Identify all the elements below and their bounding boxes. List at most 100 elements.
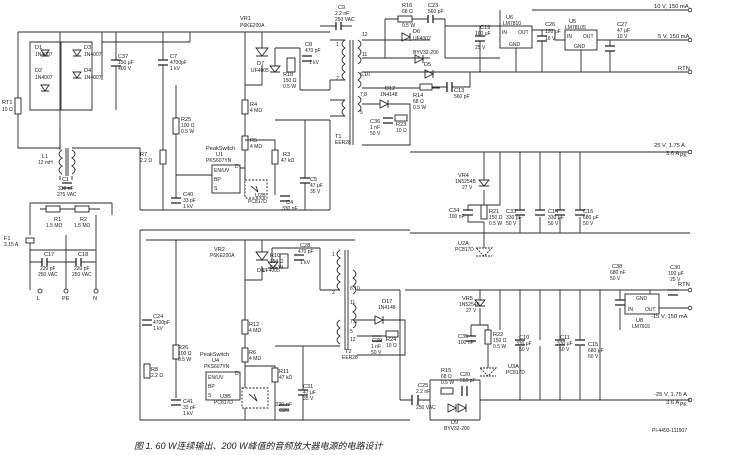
d8-label: D8	[257, 268, 264, 274]
r6-value: 4 MΩ	[249, 356, 261, 362]
vr2-label: VR2	[214, 247, 225, 253]
u2b-label: U2B	[255, 193, 266, 199]
ic-u1-peakswitch	[211, 164, 241, 194]
capacitor-c14	[555, 209, 565, 216]
u6-gnd: GND	[509, 42, 521, 48]
c20-label: C20	[460, 372, 470, 378]
r14-power: 0.5 W	[413, 105, 426, 111]
capacitor-c12-mid	[535, 209, 545, 216]
vr5-voltage: 27 V	[466, 308, 477, 314]
output-rtn-top-terminal	[687, 69, 693, 75]
output-5v-terminal	[687, 37, 693, 43]
r25-label: R25	[181, 117, 191, 123]
c18-value: 220 pF	[74, 266, 90, 272]
optocoupler-u2b	[244, 179, 268, 199]
d2-label: D2	[35, 68, 42, 74]
capacitor-c27	[605, 40, 615, 72]
r10-value: 150 Ω	[270, 259, 284, 265]
output-10v-label: 10 V, 150 mA	[654, 4, 689, 10]
c19-label: C19	[480, 25, 490, 31]
diode-d8	[267, 261, 279, 269]
c31-label: C31	[303, 384, 313, 390]
c25-value: 2.2 nF	[416, 389, 430, 395]
capacitor-c15	[575, 339, 585, 346]
resistor-r24	[385, 330, 399, 338]
output-10v-terminal	[687, 7, 693, 13]
resistor-r21	[480, 204, 488, 220]
c24-voltage: 1 kV	[153, 326, 164, 332]
c35-label: C35	[458, 334, 468, 340]
d2-value: 1N4007	[35, 75, 53, 81]
r11-value: 47 kΩ	[279, 375, 292, 381]
capacitor-c24	[142, 319, 152, 326]
c9-voltage: 250 VAC	[335, 17, 355, 23]
u4-pin-bp: BP	[208, 384, 215, 390]
c33-value: 330 μF	[506, 215, 522, 221]
u3b-value: PC817D	[214, 400, 233, 406]
vr2-value: P6KE200A	[210, 253, 235, 259]
c36-label: C36	[370, 119, 380, 125]
r18-label: R18	[283, 72, 293, 78]
c7-value: 4700pF	[170, 60, 187, 66]
r14-label: R14	[413, 93, 423, 99]
capacitor-c11	[555, 339, 565, 346]
vr4-label: VR4	[458, 173, 469, 179]
c40-label: C40	[183, 192, 193, 198]
r26-label: R26	[178, 345, 188, 351]
r10-power: 0.5 W	[270, 265, 283, 271]
c7-label: C7	[170, 54, 177, 60]
c19-voltage: 25 V	[475, 45, 486, 51]
optocoupler-u2a	[474, 222, 494, 257]
diode-d9	[447, 403, 468, 413]
t2-value: EER28	[342, 355, 358, 361]
c37-value: 150 μF	[118, 60, 134, 66]
rt1-value: 10 Ω	[2, 107, 13, 113]
resistor-r25	[172, 117, 180, 135]
capacitor-c28	[294, 254, 304, 261]
vr5-value: 1N5254B	[459, 302, 481, 308]
optocoupler-u3b	[241, 387, 269, 409]
d12-value: 1N4148	[380, 92, 398, 98]
u5-value: LM78L05	[565, 25, 586, 31]
c38-voltage: 50 V	[610, 276, 621, 282]
d3-value: 1N4007	[84, 52, 102, 58]
c26-value: 120 μF	[545, 29, 561, 35]
c29-value: 330 nF	[275, 402, 293, 408]
capacitor-c9	[320, 22, 352, 30]
c30-value: 100 μF	[668, 271, 684, 277]
t2-pin-2: 2	[332, 290, 335, 296]
resistor-r11	[271, 367, 279, 383]
diode-pair-top	[424, 69, 435, 79]
c8-value: 470 pF	[305, 48, 321, 54]
r15-value: 68 Ω	[441, 374, 452, 380]
resistor-r22	[484, 329, 492, 345]
r16-value: 68 Ω	[402, 9, 413, 15]
t1-pin-5: 5	[360, 110, 363, 116]
c20-value: 560 pF	[460, 378, 476, 384]
t1-pin-6-10: 6,10	[360, 72, 370, 78]
r23-label: R23	[396, 122, 406, 128]
d17-value: 1N4148	[378, 305, 396, 311]
r23-value: 10 Ω	[396, 128, 407, 134]
r11-label: R11	[279, 369, 289, 375]
c25-voltage: 250 VAC	[416, 405, 436, 411]
capacitor-c4	[280, 195, 290, 202]
terminal-l	[37, 288, 43, 294]
capacitor-c41	[171, 399, 181, 406]
c33-voltage: 50 V	[506, 221, 517, 227]
u5-gnd: GND	[574, 44, 586, 50]
resistor-r10	[279, 253, 289, 269]
u4-value: PKS607YN	[204, 364, 230, 370]
c10-value: 330 μF	[516, 341, 532, 347]
zener-vr2	[255, 251, 269, 261]
u5-in: IN	[567, 34, 572, 40]
capacitor-c19	[475, 26, 485, 72]
r3-value: 47 kΩ	[281, 158, 294, 164]
c11-value: 330 μF	[557, 341, 573, 347]
r21-value: 150 Ω	[489, 215, 503, 221]
u4-pin-s: S	[208, 393, 212, 399]
f1-label: F1	[4, 236, 11, 242]
c16-voltage: 50 V	[583, 221, 594, 227]
output-minus25v-label: -25 V, 1.75 A	[654, 392, 687, 398]
l1-value: 12 mH	[38, 160, 53, 166]
